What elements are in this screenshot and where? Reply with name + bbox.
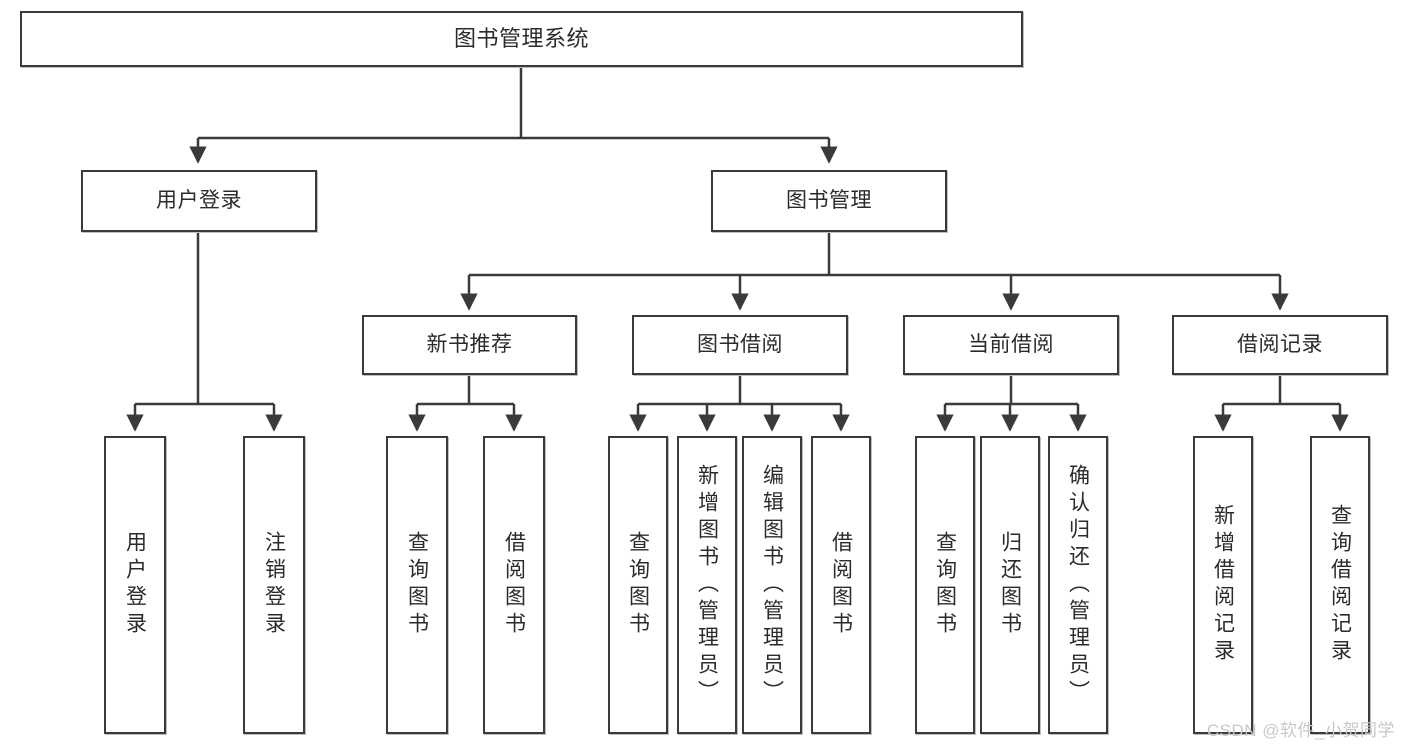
node-label: 当前借阅 [968,333,1054,357]
leaf-record-query[interactable]: 查询借阅记录 [1310,436,1370,734]
node-label: 查询借阅记录 [1328,504,1352,666]
leaf-current-confirm-return[interactable]: 确认归还（管理员） [1048,436,1108,734]
node-new-book-recommend[interactable]: 新书推荐 [362,315,577,375]
node-label: 注销登录 [262,531,286,639]
node-current-borrow[interactable]: 当前借阅 [903,315,1119,375]
leaf-current-query-book[interactable]: 查询图书 [915,436,975,734]
leaf-new-book-query[interactable]: 查询图书 [386,436,448,734]
node-label: 借阅图书 [829,531,853,639]
node-label: 图书管理系统 [453,25,589,51]
node-label: 用户登录 [123,531,147,639]
node-borrow-record[interactable]: 借阅记录 [1172,315,1388,375]
leaf-borrow-edit-book[interactable]: 编辑图书（管理员） [742,436,802,734]
node-label: 编辑图书（管理员） [760,463,784,707]
leaf-user-logout[interactable]: 注销登录 [243,436,305,734]
node-label: 用户登录 [156,189,242,213]
node-label: 图书管理 [786,189,872,213]
node-label: 借阅记录 [1237,333,1323,357]
node-label: 归还图书 [998,531,1022,639]
node-book-borrow[interactable]: 图书借阅 [632,315,848,375]
node-label: 查询图书 [626,531,650,639]
node-label: 新增图书（管理员） [695,463,719,707]
leaf-current-return-book[interactable]: 归还图书 [980,436,1040,734]
node-label: 新增借阅记录 [1211,504,1235,666]
leaf-new-book-borrow[interactable]: 借阅图书 [483,436,545,734]
node-label: 查询图书 [933,531,957,639]
leaf-borrow-add-book[interactable]: 新增图书（管理员） [677,436,737,734]
node-root-system[interactable]: 图书管理系统 [20,11,1023,67]
leaf-borrow-borrow-book[interactable]: 借阅图书 [811,436,871,734]
node-book-management[interactable]: 图书管理 [711,170,947,232]
node-user-login[interactable]: 用户登录 [81,170,317,232]
node-label: 借阅图书 [502,531,526,639]
watermark: CSDN @软件_小贺同学 [1206,721,1395,740]
leaf-borrow-query-book[interactable]: 查询图书 [608,436,668,734]
node-label: 确认归还（管理员） [1066,463,1090,707]
leaf-user-login[interactable]: 用户登录 [104,436,166,734]
node-label: 图书借阅 [697,333,783,357]
node-label: 查询图书 [405,531,429,639]
node-label: 新书推荐 [426,333,513,357]
leaf-record-add[interactable]: 新增借阅记录 [1193,436,1253,734]
